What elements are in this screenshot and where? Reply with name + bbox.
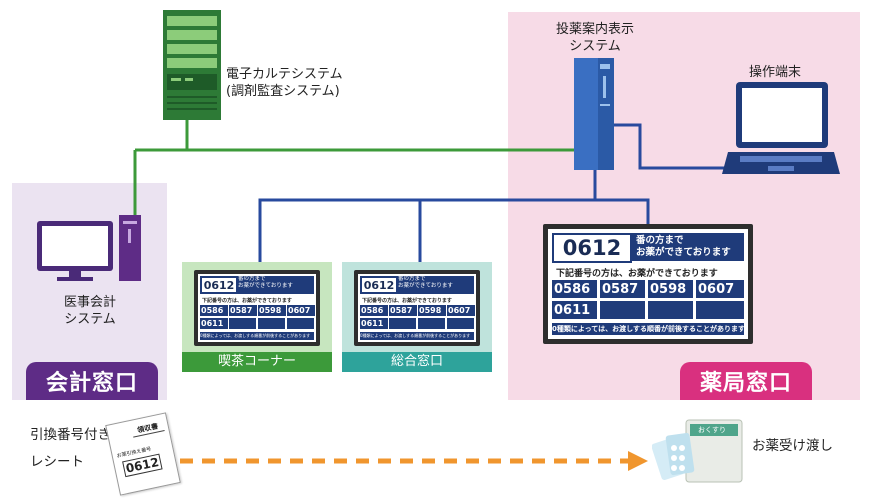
- general-empty-cell: [418, 318, 445, 329]
- general-empty-cell: [389, 318, 416, 329]
- ehr-label-line2: (調剤監査システム): [226, 84, 340, 99]
- orange-arrow-head: [628, 451, 648, 471]
- medicine-bag-label: おくすり: [698, 426, 726, 434]
- accounting-system-line2: システム: [64, 312, 116, 327]
- general-empty-cell: [447, 318, 474, 329]
- accounting-system-line1: 医事会計: [63, 295, 116, 310]
- pharmacy-footer: 0種類によっては、お渡しする順番が前後することがあります: [552, 323, 744, 335]
- cafe-current-number: 0612: [200, 276, 238, 294]
- dispense-server-icon: [574, 58, 614, 170]
- handover-label: お薬受け渡し: [752, 438, 833, 454]
- general-num-3: 0598: [418, 305, 446, 316]
- cafe-empty-cell: [258, 318, 285, 329]
- dispense-label-line2: システム: [569, 39, 621, 54]
- cafe-display-board: 0612 番の方まで お薬ができております 下記番号の方は、お薬ができております…: [194, 270, 320, 346]
- cafe-num-1: 0586: [200, 305, 228, 316]
- accounting-window-label: 会計窓口: [26, 362, 158, 400]
- general-num-2: 0587: [389, 305, 417, 316]
- ehr-label-line1: 電子カルテシステム: [226, 67, 343, 82]
- cafe-num-3: 0598: [258, 305, 286, 316]
- receipt-label-line2: レシート: [30, 454, 84, 470]
- general-msg-line2: お薬ができております: [398, 283, 453, 289]
- pharmacy-num-5: 0611: [552, 301, 597, 319]
- pharmacy-window-label: 薬局窓口: [680, 362, 812, 400]
- general-current-number: 0612: [360, 276, 398, 294]
- general-display-board: 0612 番の方まで お薬ができております 下記番号の方は、お薬ができております…: [354, 270, 480, 346]
- general-list-heading: 下記番号の方は、お薬ができております: [362, 298, 452, 304]
- pharmacy-empty-cell: [696, 301, 744, 319]
- cafe-corner-label: 喫茶コーナー: [182, 352, 332, 372]
- pharmacy-list-heading: 下記番号の方は、お薬ができております: [556, 269, 718, 279]
- laptop-icon: [722, 82, 840, 174]
- dispense-label-line1: 投薬案内表示: [555, 22, 634, 37]
- cafe-num-4: 0607: [287, 305, 315, 316]
- receipt-title: 領収書: [131, 420, 165, 438]
- pharmacy-display-board: 0612 番の方まで お薬ができております 下記番号の方は、お薬ができております…: [543, 224, 753, 344]
- server-tower-icon: [163, 10, 221, 120]
- pharmacy-num-4: 0607: [696, 280, 744, 298]
- cafe-empty-cell: [229, 318, 256, 329]
- pharmacy-num-2: 0587: [600, 280, 645, 298]
- cafe-num-5: 0611: [200, 318, 228, 329]
- green-link-ehr: [185, 110, 575, 152]
- pharmacy-current-number: 0612: [552, 233, 632, 263]
- blue-link-displays: [258, 198, 650, 262]
- general-msg-line1: 番の方まで: [398, 276, 426, 282]
- medicine-bag-icon: [652, 419, 743, 483]
- receipt-label-line1: 引換番号付き: [30, 427, 111, 443]
- blue-link-terminal: [612, 123, 735, 170]
- general-num-5: 0611: [360, 318, 388, 329]
- pharmacy-num-1: 0586: [552, 280, 597, 298]
- cafe-msg-line1: 番の方まで: [238, 276, 266, 282]
- cafe-list-heading: 下記番号の方は、お薬ができております: [202, 298, 292, 304]
- cafe-num-2: 0587: [229, 305, 257, 316]
- pharmacy-msg-line2: お薬ができております: [636, 247, 731, 258]
- general-num-1: 0586: [360, 305, 388, 316]
- general-window-label: 総合窓口: [342, 352, 492, 372]
- cafe-footer: 0種類によっては、お渡しする順番が前後することがあります: [200, 332, 314, 340]
- pharmacy-empty-cell: [648, 301, 693, 319]
- general-num-4: 0607: [447, 305, 475, 316]
- pharmacy-msg-line1: 番の方まで: [636, 235, 684, 246]
- pharmacy-num-3: 0598: [648, 280, 693, 298]
- desktop-pc-icon: [37, 215, 141, 281]
- cafe-msg-line2: お薬ができております: [238, 283, 293, 289]
- pharmacy-empty-cell: [600, 301, 645, 319]
- terminal-label: 操作端末: [748, 65, 801, 80]
- cafe-empty-cell: [287, 318, 314, 329]
- general-footer: 0種類によっては、お渡しする順番が前後することがあります: [360, 332, 474, 340]
